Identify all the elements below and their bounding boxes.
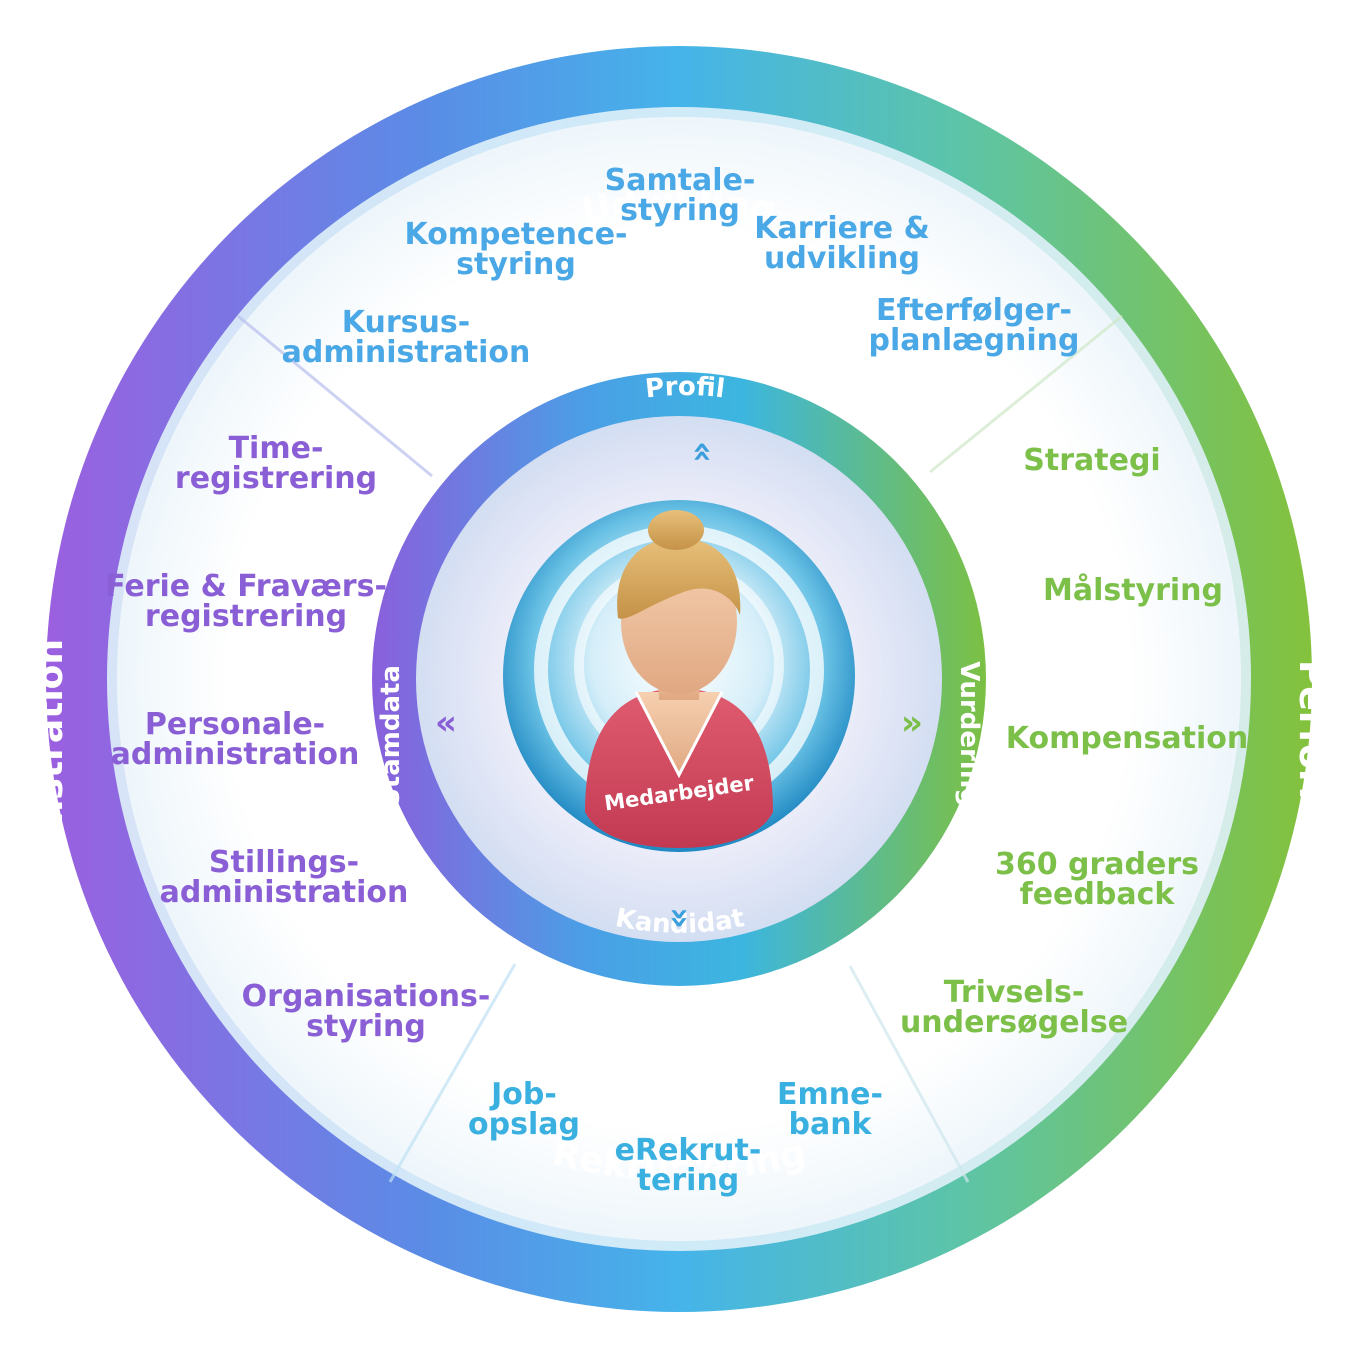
udvikling-item: Kursus-administration [282,305,531,370]
avatar-hair [617,537,741,619]
udvikling-item: Kompetence-styring [404,217,627,282]
udvikling-item-line: Kompetence- [404,217,627,252]
inner-label-vurdering: Vurdering [954,661,984,807]
udvikling-item-line: Efterfølger- [876,293,1072,328]
administration-item: Ferie & Fraværs-registrering [105,569,387,634]
divider-bottom-left [388,963,517,1183]
udvikling-item-line: styring [620,193,740,228]
rekruttering-item-line: bank [788,1107,872,1142]
chevron-up-icon: « [683,441,723,463]
outer-label-performance: Performance [1291,660,1332,920]
performance-item-line: feedback [1020,877,1176,912]
rekruttering-item-line: tering [637,1163,740,1198]
udvikling-item-line: styring [456,247,576,282]
administration-item: Stillings-administration [160,845,409,910]
performance-item-line: Målstyring [1043,572,1223,608]
chevron-right-icon: » [901,703,923,743]
chevron-down-icon: » [660,907,700,929]
performance-item-line: 360 graders [995,847,1199,882]
udvikling-item-line: planlægning [868,323,1079,358]
administration-item-line: administration [160,875,409,910]
rekruttering-item-line: opslag [468,1107,580,1142]
performance-item: Trivsels-undersøgelse [900,975,1128,1040]
udvikling-item-line: udvikling [764,241,920,276]
avatar: Medarbejder [503,500,855,852]
administration-item-line: styring [306,1009,426,1044]
rekruttering-item: Emne-bank [777,1077,883,1142]
avatar-hair-bun [648,510,704,550]
segment-dividers [237,314,1123,1183]
performance-item-line: undersøgelse [900,1005,1128,1040]
outer-label-administration: Administration [30,639,71,941]
administration-item: Time-registrering [175,431,377,496]
divider-bottom-right [848,965,970,1183]
udvikling-item-line: Samtale- [605,163,756,198]
udvikling-item: Samtale-styring [605,163,756,228]
rekruttering-item-line: Emne- [777,1077,883,1112]
inner-label-profil: Profil [644,372,727,405]
performance-item: Kompensation [1006,721,1248,756]
inner-label-stamdata: Stamdata [376,665,406,807]
avatar-collar [634,691,724,779]
chevron-left-icon: « [435,703,457,743]
udvikling-item-line: administration [282,335,531,370]
rekruttering-item-line: Job- [489,1077,557,1112]
administration-item-line: Ferie & Fraværs- [105,569,387,604]
administration-item-line: Personale- [145,707,325,742]
performance-item: Målstyring [1043,572,1223,608]
performance-item-line: Kompensation [1006,721,1248,756]
divider-top-left [237,314,433,478]
udvikling-item-line: Karriere & [754,211,929,246]
divider-top-right [929,314,1123,474]
administration-item-line: administration [111,737,360,772]
rekruttering-item: Job-opslag [468,1077,580,1142]
performance-item: Strategi [1023,443,1160,478]
administration-item-line: registrering [145,599,347,634]
rekruttering-item-line: eRekrut- [615,1133,762,1168]
udvikling-item-line: Kursus- [342,305,470,340]
rekruttering-item: eRekrut-tering [615,1133,762,1198]
administration-item-line: Stillings- [209,845,359,880]
performance-item-line: Trivsels- [944,975,1085,1010]
administration-item: Personale-administration [111,707,360,772]
administration-item-line: Organisations- [242,979,491,1014]
administration-item-line: Time- [229,431,324,466]
segment-udvikling: Samtale-styringKompetence-styringKarrier… [282,163,1080,370]
udvikling-item: Efterfølger-planlægning [868,293,1079,358]
performance-item-line: Strategi [1023,443,1160,478]
administration-item-line: registrering [175,461,377,496]
administration-item: Organisations-styring [242,979,491,1044]
udvikling-item: Karriere &udvikling [754,211,929,276]
